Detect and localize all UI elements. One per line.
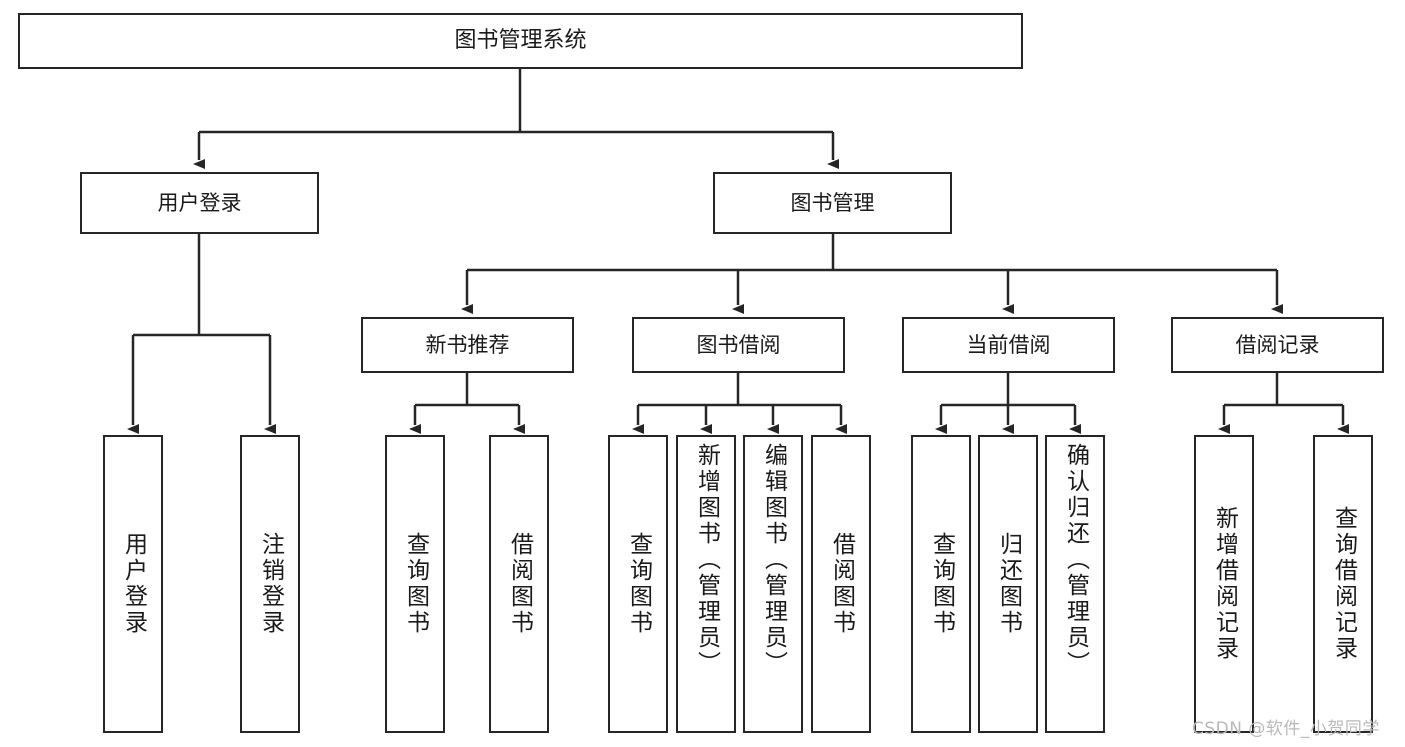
node-current-borrow[interactable]: 当前借阅 <box>902 317 1115 373</box>
leaf-query-book-borrow[interactable]: 查询图书 <box>608 435 668 733</box>
node-new-book-recommend[interactable]: 新书推荐 <box>361 317 574 373</box>
node-root-book-management-system[interactable]: 图书管理系统 <box>18 13 1023 69</box>
leaf-label: 归还图书 <box>995 532 1022 636</box>
leaf-label: 查询借阅记录 <box>1330 506 1357 662</box>
leaf-label: 新增借阅记录 <box>1211 506 1238 662</box>
leaf-label: 查询图书 <box>402 532 429 636</box>
leaf-label: 用户登录 <box>120 532 147 636</box>
node-borrow-record[interactable]: 借阅记录 <box>1171 317 1384 373</box>
leaf-label: 新增图书（管理员） <box>693 443 720 677</box>
node-user-login[interactable]: 用户登录 <box>80 172 319 234</box>
leaf-add-borrow-record[interactable]: 新增借阅记录 <box>1194 435 1254 733</box>
node-label: 新书推荐 <box>425 332 510 357</box>
leaf-label: 查询图书 <box>928 532 955 636</box>
leaf-label: 注销登录 <box>257 532 284 636</box>
node-label: 图书管理系统 <box>454 28 587 54</box>
node-book-borrow[interactable]: 图书借阅 <box>632 317 845 373</box>
watermark-text: CSDN @软件_小贺同学 <box>1192 719 1380 739</box>
leaf-logout[interactable]: 注销登录 <box>240 435 300 733</box>
leaf-label: 借阅图书 <box>828 532 855 636</box>
leaf-edit-book-admin[interactable]: 编辑图书（管理员） <box>743 435 803 733</box>
node-label: 当前借阅 <box>966 332 1051 357</box>
leaf-query-borrow-record[interactable]: 查询借阅记录 <box>1313 435 1373 733</box>
leaf-label: 借阅图书 <box>506 532 533 636</box>
node-label: 图书管理 <box>790 190 875 215</box>
leaf-borrow-book[interactable]: 借阅图书 <box>811 435 871 733</box>
node-label: 用户登录 <box>157 190 242 215</box>
leaf-user-login[interactable]: 用户登录 <box>103 435 163 733</box>
node-book-management[interactable]: 图书管理 <box>713 172 952 234</box>
leaf-label: 确认归还（管理员） <box>1062 443 1089 677</box>
leaf-query-book-recommend[interactable]: 查询图书 <box>385 435 445 733</box>
leaf-label: 编辑图书（管理员） <box>760 443 787 677</box>
leaf-borrow-book-recommend[interactable]: 借阅图书 <box>489 435 549 733</box>
leaf-add-book-admin[interactable]: 新增图书（管理员） <box>676 435 736 733</box>
leaf-label: 查询图书 <box>625 532 652 636</box>
leaf-return-book[interactable]: 归还图书 <box>978 435 1038 733</box>
node-label: 图书借阅 <box>696 332 781 357</box>
node-label: 借阅记录 <box>1235 332 1320 357</box>
leaf-query-book-current[interactable]: 查询图书 <box>911 435 971 733</box>
leaf-confirm-return-admin[interactable]: 确认归还（管理员） <box>1045 435 1105 733</box>
